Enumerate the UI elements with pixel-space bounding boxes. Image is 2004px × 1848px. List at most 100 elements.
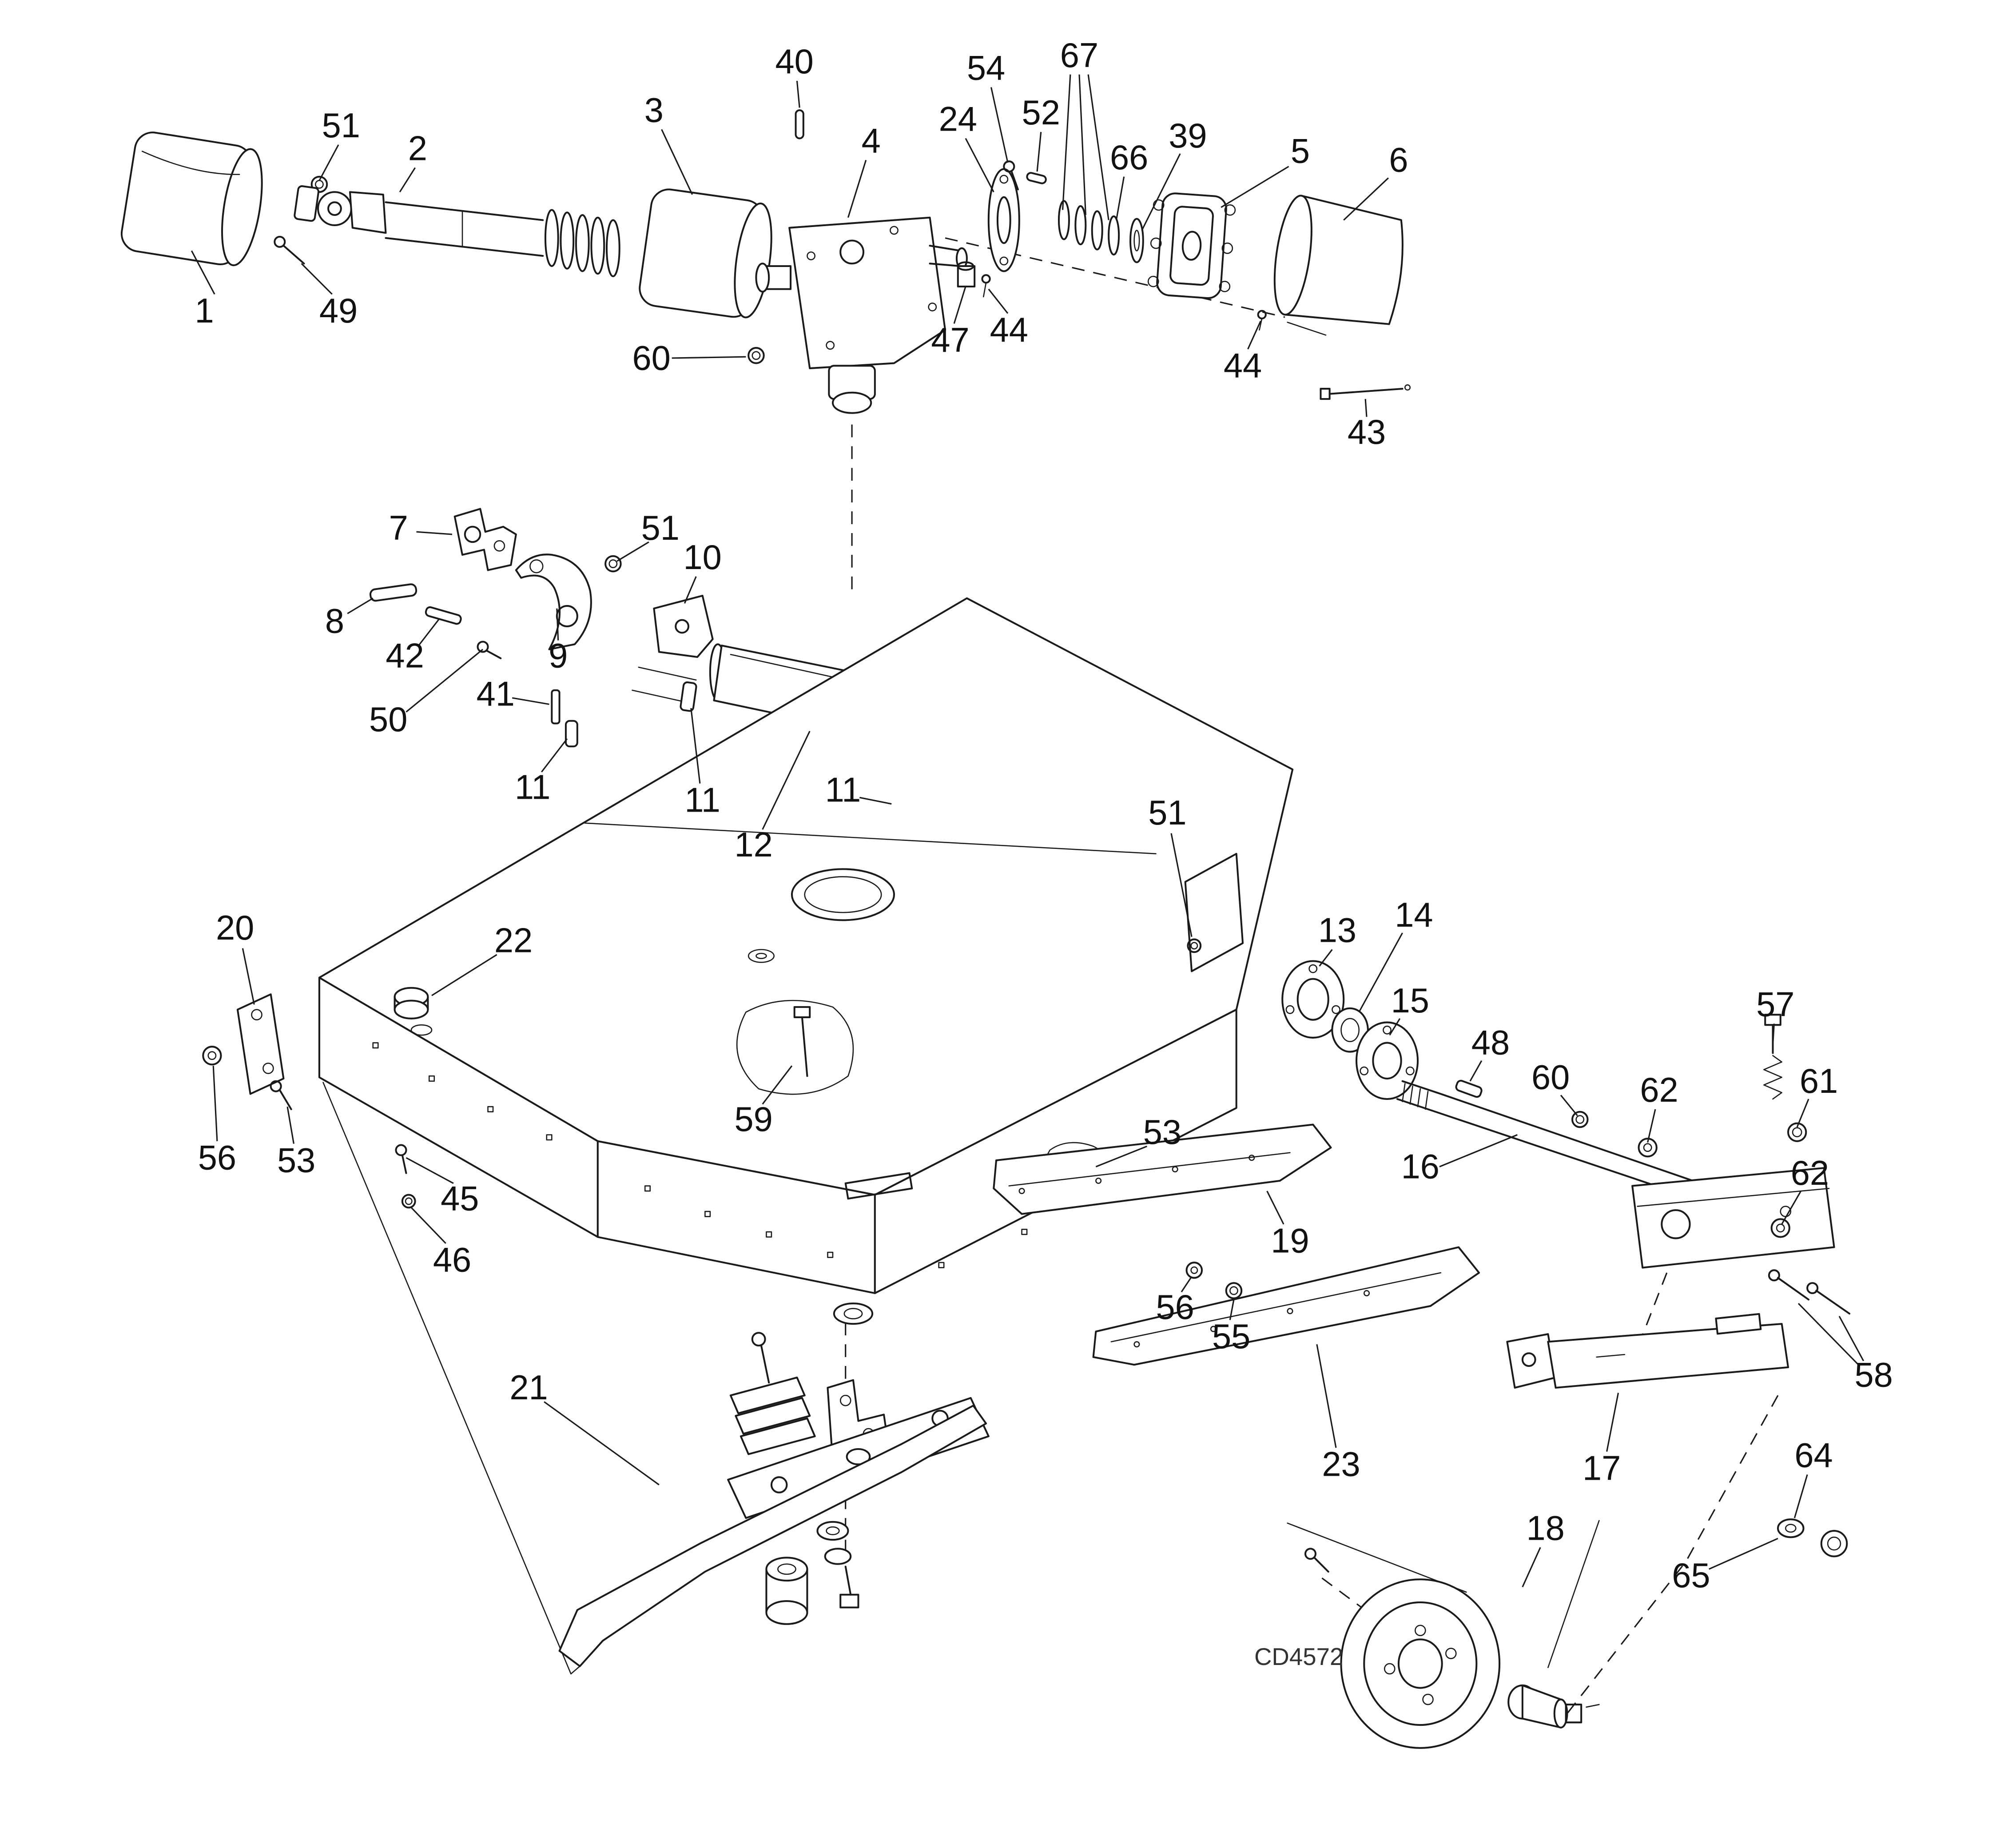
leader-line-51 <box>1170 833 1193 937</box>
callout-60: 60 <box>1531 1058 1570 1096</box>
callout-50: 50 <box>369 701 407 739</box>
pto-driveline <box>120 109 1411 414</box>
spacer-47 <box>957 261 976 288</box>
bracket-20 <box>236 993 285 1095</box>
leader-line-11 <box>541 738 568 773</box>
callout-7: 7 <box>389 509 408 547</box>
callout-53: 53 <box>1143 1113 1181 1151</box>
skid-shoe-23 <box>1092 1246 1480 1366</box>
pin-52 <box>1026 172 1047 184</box>
callout-57: 57 <box>1756 985 1794 1024</box>
callout-42: 42 <box>386 637 424 675</box>
washer-62-lower <box>1770 1218 1790 1238</box>
shim-plates <box>729 1376 816 1455</box>
leader-line-53 <box>286 1106 294 1144</box>
figure-code: CD4572 <box>1254 1643 1343 1670</box>
flange-15 <box>1355 1021 1419 1100</box>
leader-line-22 <box>431 954 497 996</box>
leader-line-5 <box>1221 166 1289 208</box>
leader-line-45 <box>406 1157 454 1184</box>
bolts-58 <box>1768 1269 1851 1315</box>
slip-clutch-pack <box>1147 192 1236 299</box>
leader-line-47 <box>953 286 966 324</box>
pin-8 <box>369 583 418 602</box>
leader-line-60 <box>672 356 746 359</box>
gearbox <box>755 216 968 414</box>
callout-23: 23 <box>1322 1446 1360 1484</box>
leader-line-48 <box>1469 1060 1483 1082</box>
bracket-10 <box>632 594 714 704</box>
callout-51: 51 <box>1148 794 1186 832</box>
callout-48: 48 <box>1471 1024 1510 1062</box>
callout-4: 4 <box>862 122 881 160</box>
callout-43: 43 <box>1348 413 1386 451</box>
leader-line-3 <box>661 129 693 195</box>
leader-line-60 <box>1560 1095 1578 1116</box>
callout-56: 56 <box>1156 1288 1194 1326</box>
nut-60-right <box>1571 1111 1589 1128</box>
leader-line-19 <box>1266 1191 1284 1225</box>
callout-58: 58 <box>1855 1356 1893 1394</box>
tailwheel-arm-17 <box>1506 1313 1789 1389</box>
leader-line-44 <box>988 288 1009 314</box>
callout-13: 13 <box>1318 912 1356 950</box>
pin-44-right <box>1257 310 1267 331</box>
callout-51: 51 <box>322 107 360 145</box>
leader-line-66 <box>1115 176 1125 220</box>
leader-line-14 <box>1358 932 1403 1013</box>
screw-53-left <box>270 1080 292 1110</box>
leader-line-13 <box>1319 949 1333 967</box>
callout-3: 3 <box>644 91 664 129</box>
pin-11-left <box>565 720 578 748</box>
callout-2: 2 <box>408 130 427 168</box>
callout-15: 15 <box>1391 982 1429 1020</box>
leader-line-67 <box>1078 74 1086 215</box>
callout-22: 22 <box>494 922 533 960</box>
callout-45: 45 <box>441 1180 479 1218</box>
leader-line-21 <box>544 1401 660 1486</box>
bolt-49 <box>274 235 305 265</box>
pto-shield-outer-left <box>120 131 263 267</box>
callout-10: 10 <box>683 538 721 577</box>
callout-5: 5 <box>1291 132 1310 170</box>
leader-line-62 <box>1781 1191 1802 1225</box>
leader-line-65 <box>1709 1537 1778 1570</box>
leader-line-57 <box>1772 1024 1775 1046</box>
blade-bolt-top <box>751 1332 770 1384</box>
leader-line-58 <box>1838 1316 1865 1362</box>
callout-9: 9 <box>549 637 568 675</box>
rod-43 <box>1320 384 1411 400</box>
callout-40: 40 <box>775 43 814 81</box>
leader-line-2 <box>399 167 416 193</box>
callout-44: 44 <box>1224 347 1262 385</box>
skid-shoe-19 <box>993 1123 1332 1215</box>
callout-11: 11 <box>684 781 720 819</box>
leader-line-44 <box>1247 321 1261 350</box>
leader-line-54 <box>990 87 1009 163</box>
nut-61 <box>1787 1122 1807 1142</box>
leader-line-64 <box>1793 1474 1808 1518</box>
leader-line-53 <box>1095 1145 1147 1167</box>
pto-shield-outer-right <box>1273 195 1404 325</box>
callout-12: 12 <box>735 826 773 864</box>
leader-line-41 <box>512 697 549 705</box>
leader-line-6 <box>1343 177 1389 221</box>
callout-65: 65 <box>1672 1557 1710 1595</box>
blade-washers <box>816 1521 852 1565</box>
leader-line-58 <box>1797 1302 1859 1366</box>
callout-67: 67 <box>1060 36 1098 75</box>
leader-line-23 <box>1316 1344 1337 1448</box>
callout-1: 1 <box>195 292 214 330</box>
leader-line-51 <box>616 541 649 562</box>
leader-line-52 <box>1036 131 1042 172</box>
callout-44: 44 <box>990 311 1028 349</box>
callout-11: 11 <box>825 771 861 809</box>
leader-line-62 <box>1647 1109 1656 1143</box>
leader-line-10 <box>684 576 697 604</box>
nut-46 <box>401 1194 416 1209</box>
leader-line-11 <box>859 797 892 805</box>
pin-40 <box>795 109 804 139</box>
cap-22 <box>394 987 433 1036</box>
